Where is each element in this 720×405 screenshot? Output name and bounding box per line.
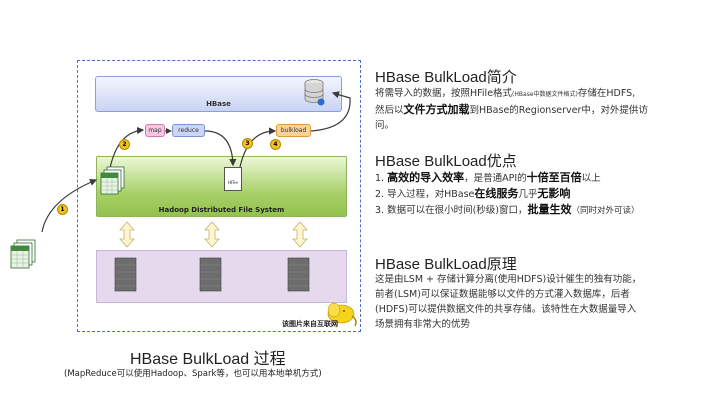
advantage-item-2: 2. 导入过程，对HBase在线服务几乎无影响 [375,187,571,200]
principle-line-3: (HDFS)可以提供数据文件的共享存储。该特性在大数据量导入 [375,304,637,315]
bulkload-stage: bulkload [276,124,311,137]
principle-line-4: 场景拥有非常大的优势 [375,319,471,330]
advantage-item-1: 1. 高效的导入效率，是普通API的十倍至百倍以上 [375,171,601,184]
reduce-stage: reduce [172,124,205,137]
principle-line-2: 前者(LSM)可以保证数据能够以文件的方式灌入数据库，后者 [375,289,630,300]
hfile-label: HFile [228,180,238,185]
hfile-document: HFile [224,167,242,191]
diagram-caption-title: HBase BulkLoad 过程 [130,351,286,368]
hdfs-layer: Hadoop Distributed File System [96,156,347,217]
source-files-icon [10,239,36,269]
advantages-title: HBase BulkLoad优点 [375,153,517,170]
hadoop-elephant-icon [327,302,357,327]
hdfs-label: Hadoop Distributed File System [158,206,285,214]
diagram-caption-subtitle: (MapReduce可以使用Hadoop、Spark等，也可以用本地单机方式) [64,369,322,379]
principle-line-1: 这是由LSM + 存储计算分离(使用HDFS)设计催生的独有功能， [375,274,642,285]
database-icon [304,79,325,106]
intro-line-3: 问。 [375,120,395,131]
step-3-badge: 3 [242,138,253,149]
watermark: 该图片来自互联网 [282,320,338,328]
step-1-badge: 1 [57,204,68,215]
principle-title: HBase BulkLoad原理 [375,256,517,273]
arrow-4 [310,91,351,132]
intro-line-1: 将需导入的数据，按照HFile格式(HBase中数据文件格式)存储在HDFS, [375,88,636,99]
intro-title: HBase BulkLoad简介 [375,69,517,86]
arrow-hfile-bulkload [239,127,277,168]
hbase-label: HBase [206,100,231,108]
server-icons [114,257,310,292]
map-stage: map [145,124,165,137]
sync-arrow-1 [119,221,135,248]
arrow-3 [204,130,237,167]
arrow-1 [41,178,98,233]
advantage-item-3: 3. 数据可以在很小时间(秒级)窗口，批量生效（同时对外可读） [375,203,640,216]
sync-arrow-2 [204,221,220,248]
hbase-layer: HBase [95,76,342,112]
advantages-list: 1. 高效的导入效率，是普通API的十倍至百倍以上 2. 导入过程，对HBase… [375,170,710,219]
intro-text: 将需导入的数据，按照HFile格式(HBase中数据文件格式)存储在HDFS, … [375,86,710,133]
hdfs-files-icon [100,166,125,195]
principle-text: 这是由LSM + 存储计算分离(使用HDFS)设计催生的独有功能， 前者(LSM… [375,272,710,332]
intro-line-2: 然后以文件方式加载到HBase的Regionserver中，对外提供访 [375,103,648,116]
step-2-badge: 2 [119,139,130,150]
step-4-badge: 4 [270,139,281,150]
sync-arrow-3 [292,221,308,248]
